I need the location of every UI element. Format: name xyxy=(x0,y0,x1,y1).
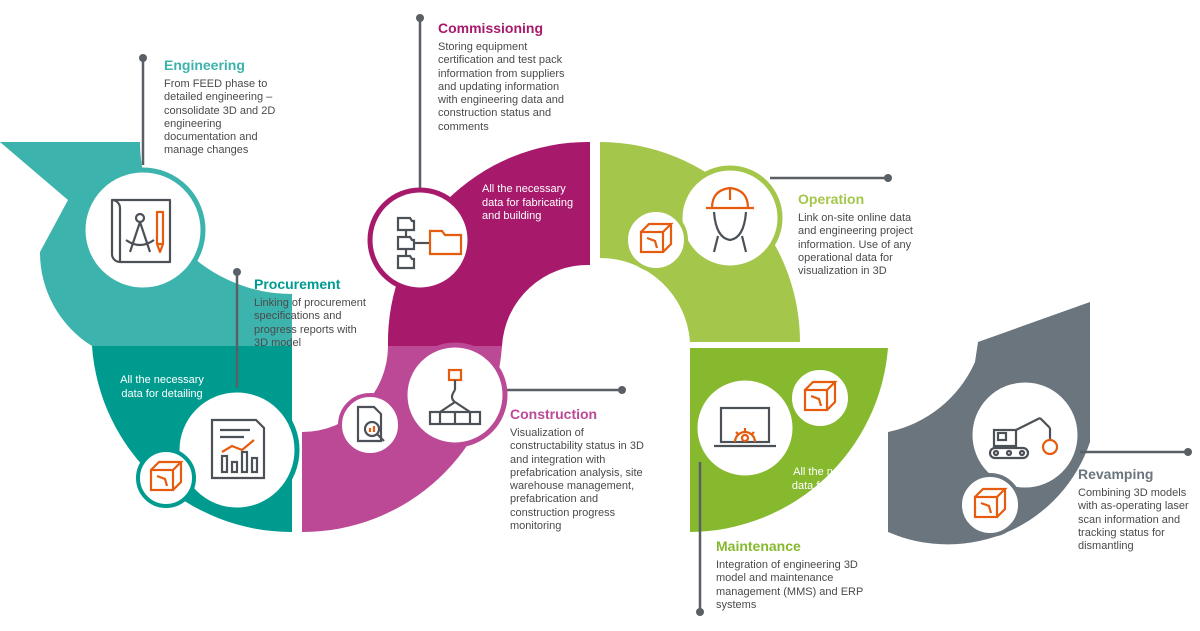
text-line: and building xyxy=(482,210,542,222)
text-line: data for operating xyxy=(791,479,879,492)
circle-engineering xyxy=(80,167,206,293)
worker-hardhat-icon xyxy=(706,186,754,253)
laptop-gear-icon xyxy=(714,406,776,448)
text-line: data for detailing xyxy=(121,387,203,400)
text-line: progress reports with xyxy=(254,323,357,336)
text-line: From FEED phase to xyxy=(164,78,268,90)
stage-title: Commissioning xyxy=(438,20,544,36)
circle-procurement xyxy=(174,387,300,513)
crane-hook-beam-icon xyxy=(428,368,482,426)
cube-circle-operation xyxy=(624,208,688,272)
circle-commissioning xyxy=(367,187,473,293)
text-line: Storing equipment xyxy=(438,41,528,53)
3d-cube-icon xyxy=(639,222,674,254)
text-line: information. Use of any xyxy=(798,238,912,251)
3d-cube-icon xyxy=(803,380,838,412)
text-line: engineering xyxy=(164,117,222,130)
excavator-wrecking-ball-icon xyxy=(988,417,1059,460)
stage-title: Construction xyxy=(510,406,598,422)
text-line: Combining 3D models xyxy=(1078,487,1187,499)
text-line: documentation and xyxy=(164,131,258,144)
band-commissioning xyxy=(387,141,590,346)
text-line: construction status and xyxy=(438,107,552,120)
connector-lines xyxy=(141,18,1188,612)
text-line: model and maintenance xyxy=(716,572,834,585)
text-line: operational data for xyxy=(798,251,893,264)
text-line: All the necessary xyxy=(793,466,877,478)
text-line: visualization in 3D xyxy=(798,265,887,278)
text-line: manage changes xyxy=(164,144,249,157)
text-line: prefabrication analysis, site xyxy=(510,466,643,479)
text-line: detailed engineering – xyxy=(164,91,273,104)
text-line: specifications and xyxy=(254,310,342,323)
text-line: and engineering project xyxy=(798,225,913,238)
text-line: certification and test pack xyxy=(438,54,563,67)
text-line: Visualization of xyxy=(510,427,584,439)
report-chart-document-icon xyxy=(210,418,266,480)
text-line: and integration with xyxy=(510,453,606,466)
cube-circle-construction xyxy=(338,393,402,457)
3d-cube-icon xyxy=(149,460,184,492)
circle-maintenance xyxy=(692,375,798,481)
stage-title: Operation xyxy=(798,191,865,207)
cube-circle-maintenance xyxy=(788,366,852,430)
text-line: Link on-site online data xyxy=(798,212,912,224)
text-line: constructability status in 3D xyxy=(510,440,644,453)
stage-title: Procurement xyxy=(254,276,341,292)
text-line: monitoring xyxy=(510,520,562,533)
text-line: construction progress xyxy=(510,506,616,519)
circle-operation xyxy=(677,165,783,271)
text-line: scan information and xyxy=(1078,513,1181,526)
circle-revamping xyxy=(967,377,1083,493)
3d-cube-icon xyxy=(973,487,1008,519)
text-line: All the necessary xyxy=(482,183,566,195)
stage-maintenance: Maintenance Integration of engineering 3… xyxy=(716,538,896,612)
text-line: with engineering data and xyxy=(438,94,564,107)
text-line: systems xyxy=(716,598,757,611)
text-line: warehouse management, xyxy=(510,480,635,493)
text-line: Integration of engineering 3D xyxy=(716,559,858,571)
stage-title: Maintenance xyxy=(716,538,801,554)
text-line: consolidate 3D and 2D xyxy=(164,104,276,117)
text-line: Linking of procurement xyxy=(254,297,366,309)
folder-hierarchy-icon xyxy=(396,216,463,270)
text-line: management (MMS) and ERP xyxy=(716,585,864,598)
cube-circle-revamping xyxy=(958,473,1022,537)
text-line: All the necessary xyxy=(120,374,204,386)
cube-circle-procurement xyxy=(136,448,196,508)
text-line: data for fabricating xyxy=(482,196,574,209)
text-line: information from suppliers xyxy=(438,67,565,80)
document-search-icon xyxy=(356,405,385,443)
stage-title: Revamping xyxy=(1078,466,1154,482)
circle-construction xyxy=(402,342,508,448)
drafting-compass-blueprint-icon xyxy=(110,198,172,264)
text-line: 3D model xyxy=(254,336,302,349)
stage-title: Engineering xyxy=(164,57,245,73)
connector-dots xyxy=(139,14,1192,616)
text-line: dismantling xyxy=(1078,540,1134,553)
text-line: and updating information xyxy=(438,80,560,93)
text-line: tracking status for xyxy=(1078,526,1165,539)
text-line: with as-operating laser xyxy=(1078,500,1189,513)
text-line: prefabrication and xyxy=(510,493,599,506)
text-line: comments xyxy=(438,120,489,133)
